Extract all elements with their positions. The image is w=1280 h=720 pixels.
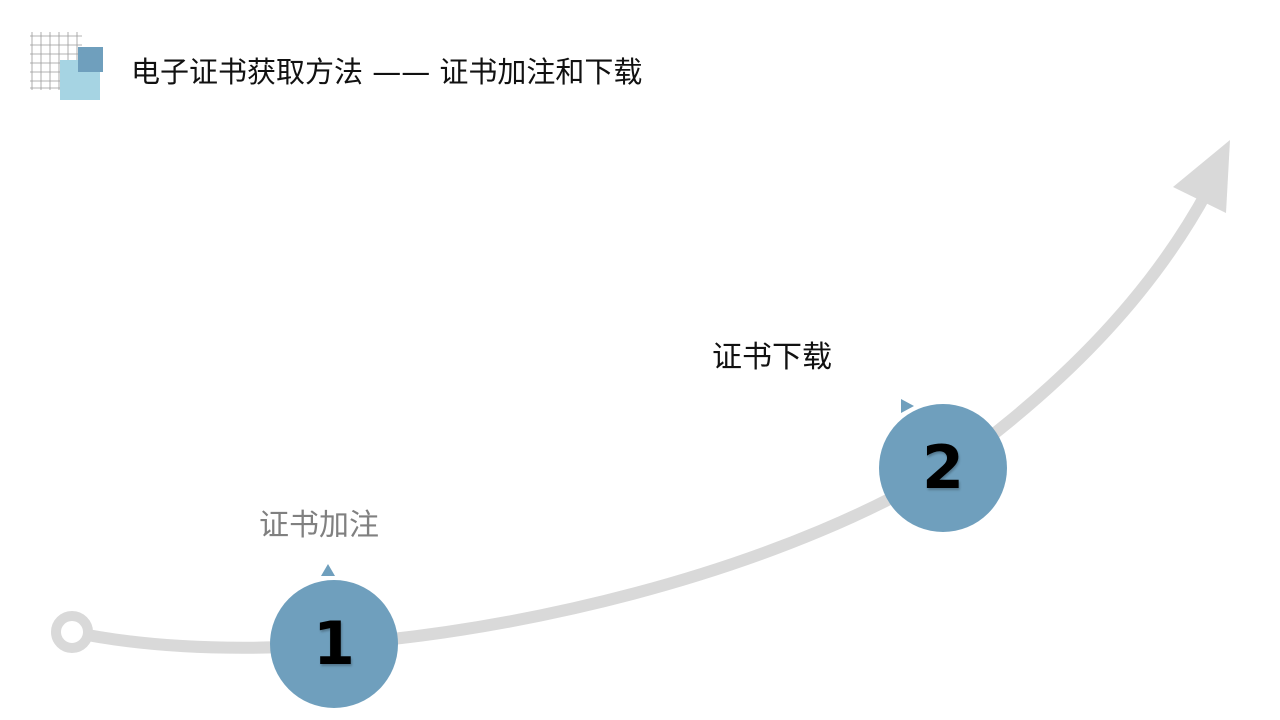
step-2-label: 证书下载 — [712, 340, 832, 375]
grid-squares-logo-icon — [30, 32, 103, 100]
step-2-badge: 2 — [879, 404, 1007, 532]
step-2-pointer-icon — [901, 399, 914, 413]
curve-start-circle — [51, 611, 93, 653]
page-title: 电子证书获取方法 —— 证书加注和下载 — [131, 55, 643, 89]
step-1-number: 1 — [313, 609, 355, 679]
step-1-label: 证书加注 — [259, 508, 379, 543]
progress-curve-line — [66, 184, 1214, 654]
step-2-number: 2 — [922, 433, 964, 503]
step-1-badge: 1 — [270, 580, 398, 708]
step-1-pointer-icon — [321, 564, 335, 576]
progress-arrowhead-icon — [1173, 140, 1230, 213]
